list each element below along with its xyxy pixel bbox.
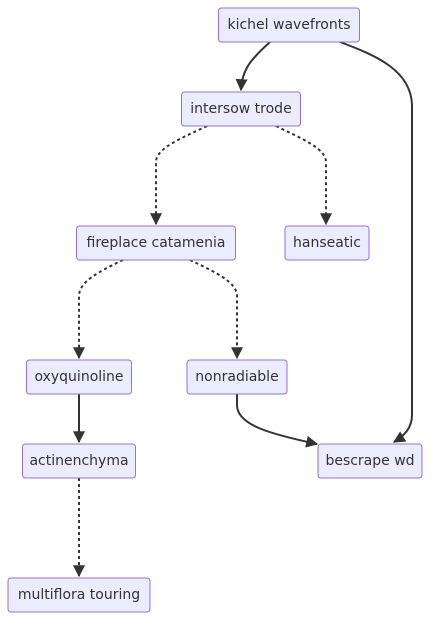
node-label: bescrape wd <box>325 453 414 469</box>
node-box <box>284 225 370 261</box>
edge-fireplace-nonradiable <box>189 259 243 360</box>
node-box <box>26 359 132 395</box>
node-label: intersow trode <box>190 101 291 117</box>
node-fireplace[interactable]: fireplace catamenia <box>76 225 236 261</box>
edge-intersow-hanseatic <box>275 125 332 226</box>
node-box <box>186 359 288 395</box>
node-oxyquinoline[interactable]: oxyquinoline <box>26 359 132 395</box>
node-box <box>76 225 236 261</box>
node-label: fireplace catamenia <box>87 235 226 251</box>
node-box <box>7 577 151 613</box>
edges-layer <box>73 41 413 578</box>
node-label: multiflora touring <box>18 587 140 603</box>
node-bescrape[interactable]: bescrape wd <box>317 443 423 479</box>
edge-intersow-fireplace <box>150 125 208 226</box>
node-kichel[interactable]: kichel wavefronts <box>218 7 360 43</box>
node-label: kichel wavefronts <box>227 17 350 33</box>
node-box <box>317 443 423 479</box>
node-box <box>181 91 301 127</box>
nodes-layer: kichel wavefronts intersow trode fireplace… <box>7 7 423 613</box>
edge-kichel-bescrape <box>339 41 413 443</box>
node-label: hanseatic <box>293 235 361 251</box>
node-hanseatic[interactable]: hanseatic <box>284 225 370 261</box>
node-multiflora[interactable]: multiflora touring <box>7 577 151 613</box>
edge-fireplace-oxyquinoline <box>73 259 124 360</box>
edge-kichel-intersow <box>235 41 271 92</box>
node-box <box>218 7 360 43</box>
edge-nonradiable-bescrape <box>236 394 319 448</box>
node-box <box>22 443 136 479</box>
node-label: actinenchyma <box>29 453 128 469</box>
node-label: nonradiable <box>195 369 278 385</box>
node-actinenchyma[interactable]: actinenchyma <box>22 443 136 479</box>
node-intersow[interactable]: intersow trode <box>181 91 301 127</box>
node-label: oxyquinoline <box>34 369 123 385</box>
node-nonradiable[interactable]: nonradiable <box>186 359 288 395</box>
